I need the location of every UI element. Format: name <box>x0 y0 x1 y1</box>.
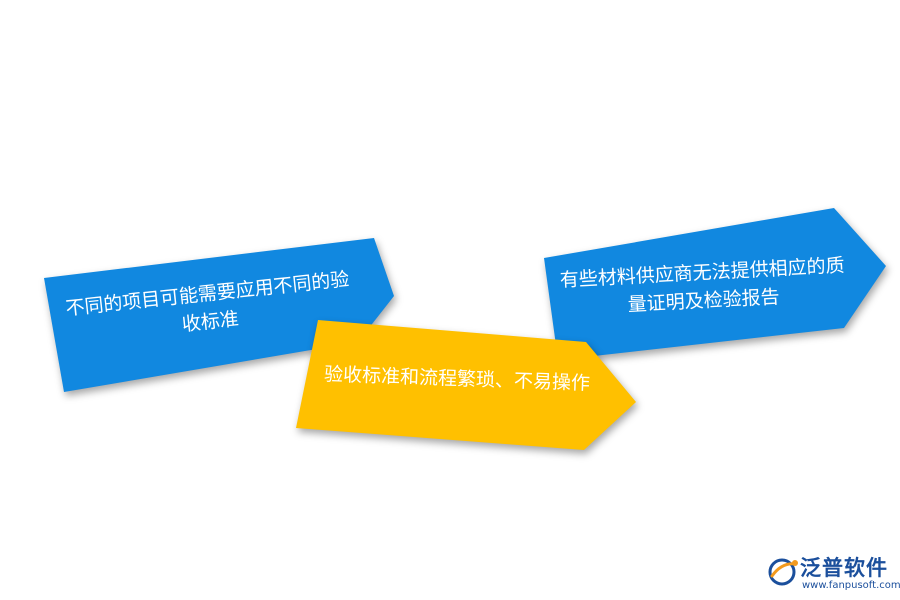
arrow-middle-shape <box>296 320 636 450</box>
brand-logo: 泛普软件 www.fanpusoft.com <box>768 552 900 596</box>
arrow-left: 不同的项目可能需要应用不同的验收标准 <box>44 236 394 392</box>
logo-brand-text: 泛普软件 <box>800 556 888 580</box>
arrow-left-shape <box>44 238 394 392</box>
arrow-right-shape <box>544 208 886 360</box>
arrow-middle-label: 验收标准和流程繁琐、不易操作 <box>323 363 591 395</box>
fanpu-logo-icon <box>768 558 798 586</box>
logo-url-text: www.fanpusoft.com <box>802 580 900 591</box>
arrow-right: 有些材料供应商无法提供相应的质量证明及检验报告 <box>544 208 886 360</box>
arrow-middle: 验收标准和流程繁琐、不易操作 <box>296 320 636 450</box>
